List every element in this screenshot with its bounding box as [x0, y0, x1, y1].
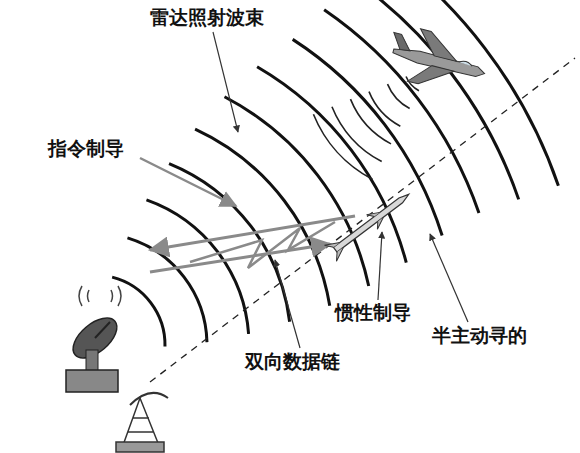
- beam-arc: [195, 129, 330, 306]
- ground-radar: [66, 286, 124, 392]
- echo-arc: [369, 92, 400, 127]
- beam-arc: [372, 0, 559, 186]
- echo-arc: [313, 114, 372, 179]
- beam-arc: [112, 277, 165, 346]
- callout-label: 半主动寻的: [430, 324, 529, 346]
- beam-arc: [257, 67, 406, 263]
- radar-beam-arcs: [112, 0, 558, 346]
- callout-label: 双向数据链: [243, 350, 342, 372]
- echo-arc: [350, 99, 391, 144]
- callout-label: 指令制导: [46, 137, 126, 159]
- callout-label: 惯性制导: [333, 301, 413, 323]
- callout-label: 雷达照射波束: [148, 6, 266, 28]
- fighter-aircraft: [383, 23, 491, 99]
- ground-antenna: [116, 393, 168, 452]
- reflected-wave-arcs: [313, 77, 419, 180]
- leader-lines: [140, 32, 468, 348]
- downlink-arrow: [150, 244, 330, 272]
- missile: [324, 186, 414, 261]
- echo-arc: [332, 107, 382, 162]
- beam-arc: [324, 10, 479, 213]
- beam-arc: [348, 0, 519, 199]
- data-link-zigzag: [190, 222, 335, 268]
- beam-arc: [146, 200, 248, 334]
- echo-arc: [388, 84, 410, 108]
- beam-arc: [127, 238, 206, 342]
- beam-arc: [293, 39, 442, 235]
- line-of-sight: [150, 58, 575, 382]
